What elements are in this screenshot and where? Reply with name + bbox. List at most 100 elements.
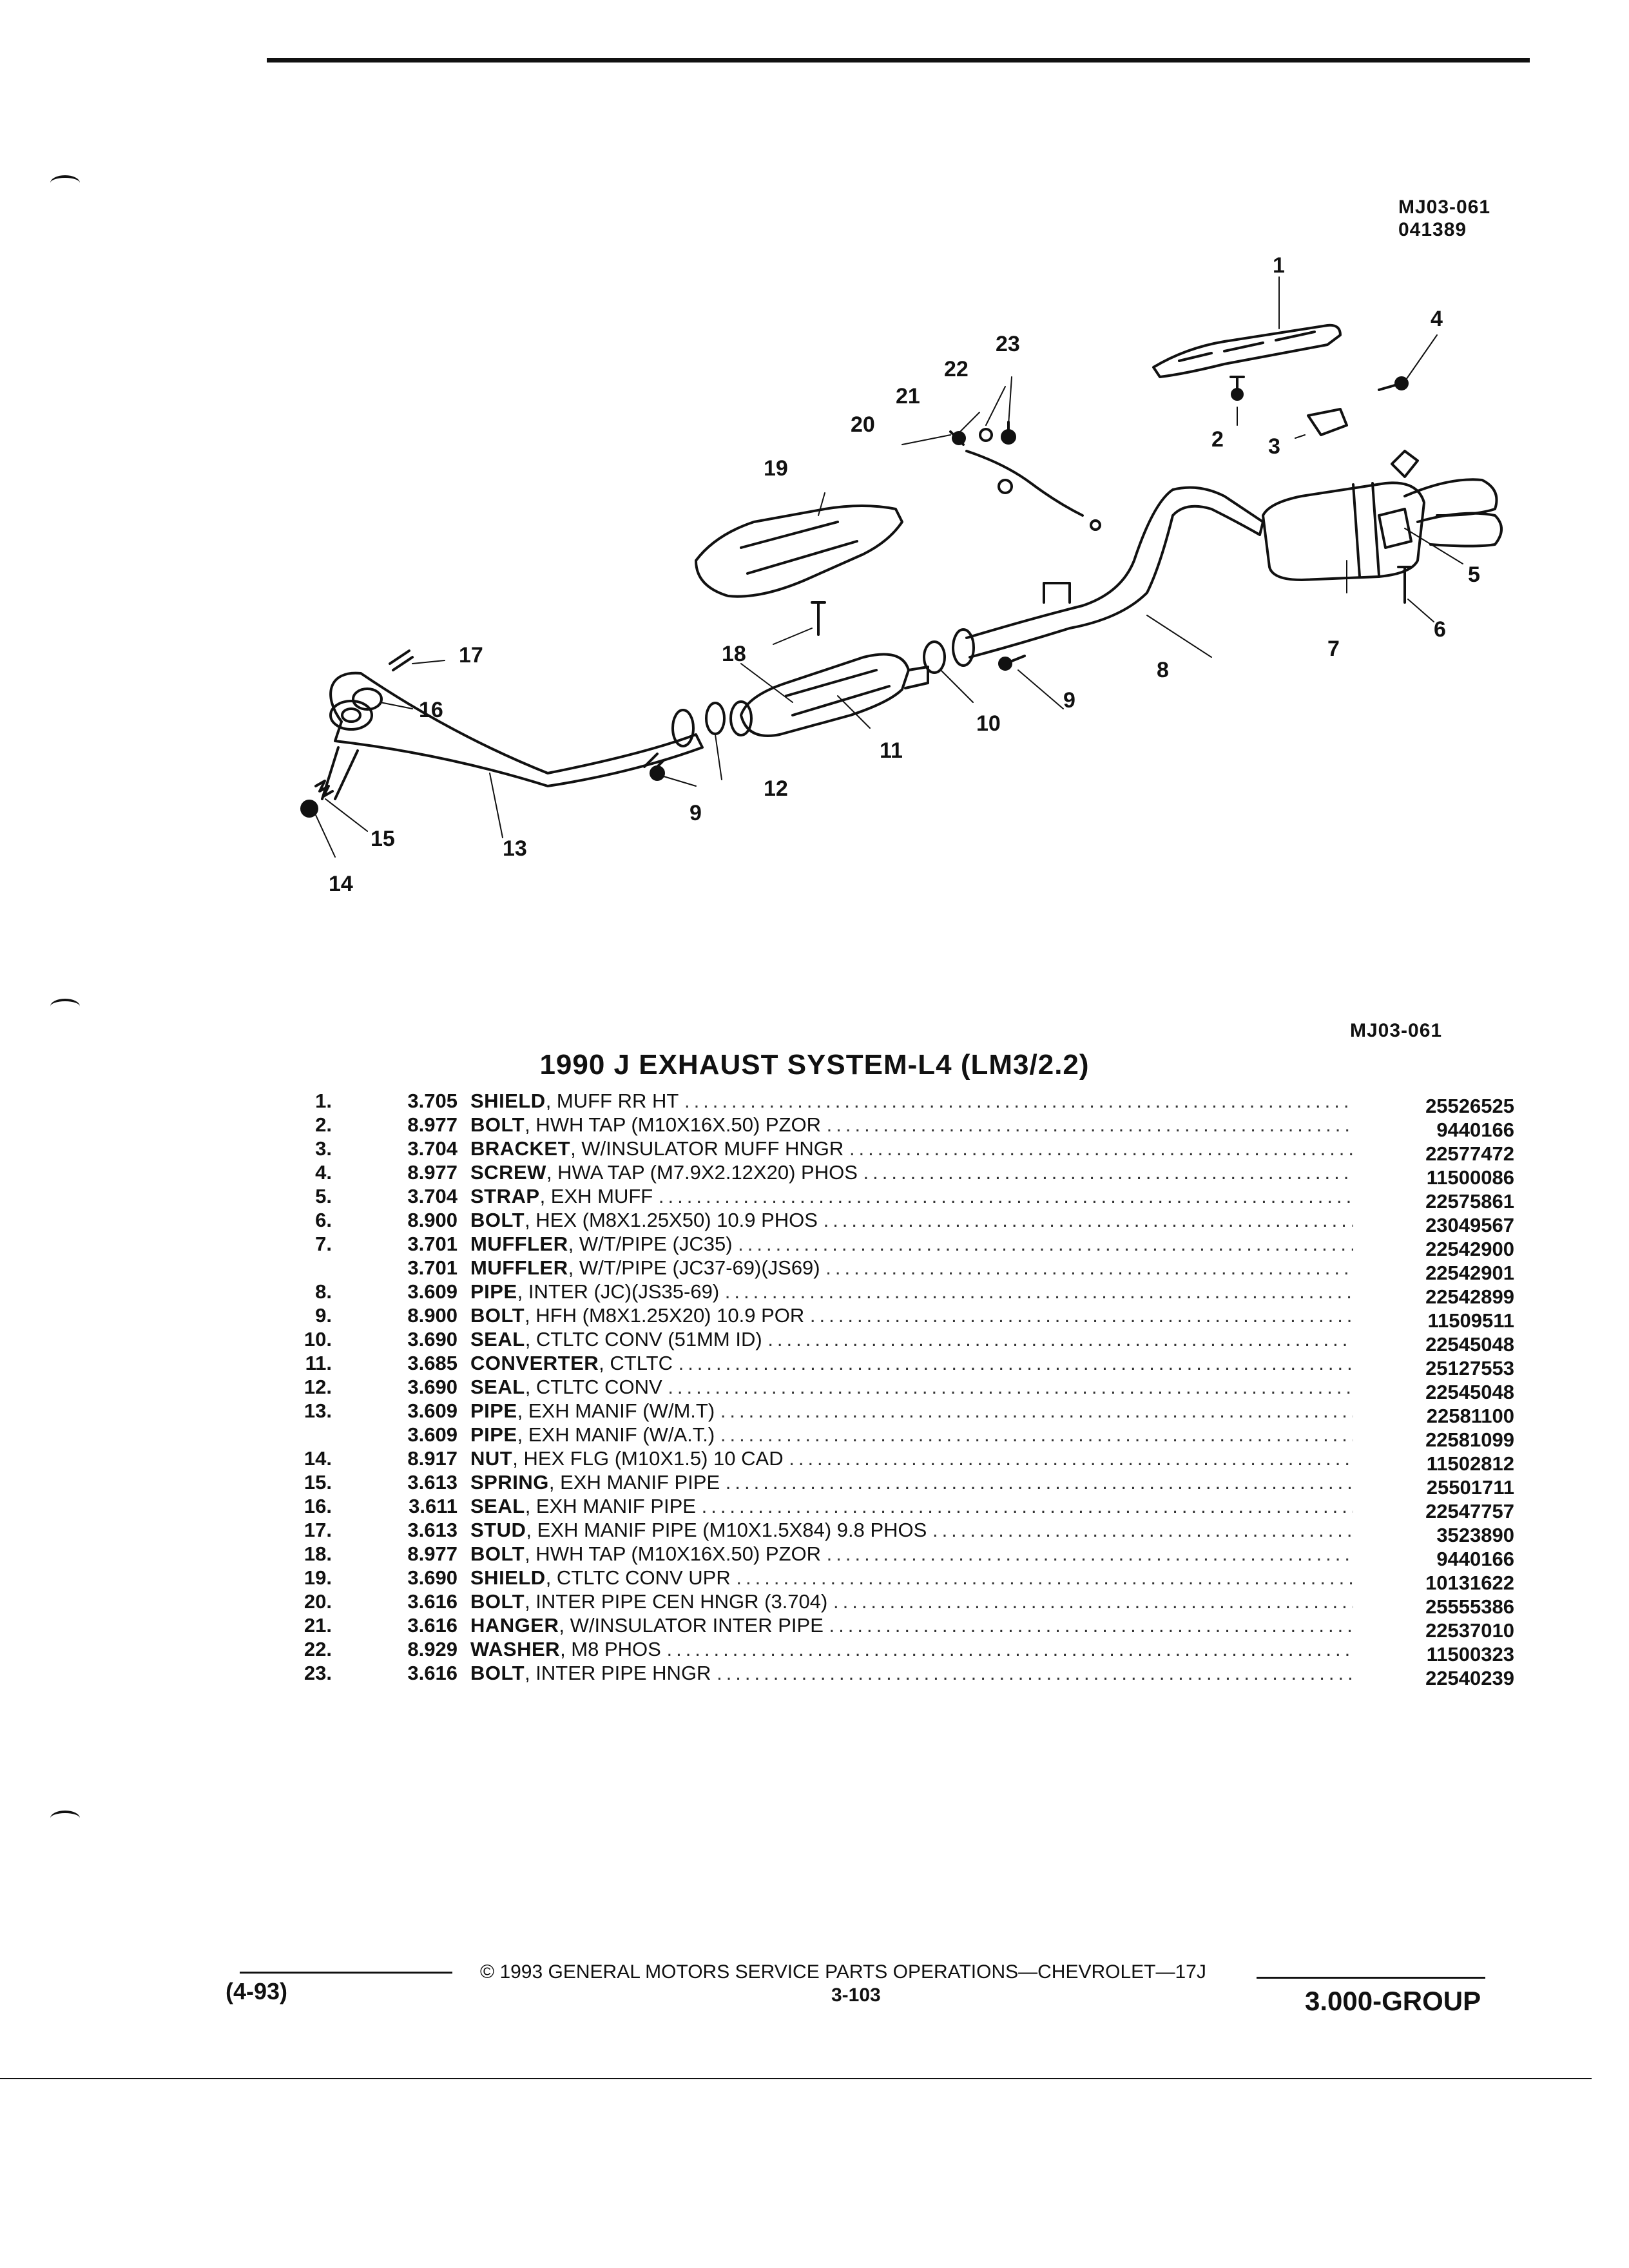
- callout-1: 1: [1273, 253, 1285, 278]
- muffler-heat-shield: [1152, 323, 1342, 378]
- part-name: BOLT: [470, 1113, 525, 1136]
- stud: [389, 649, 414, 671]
- part-code: 3.613: [407, 1471, 458, 1494]
- part-number: 12.: [304, 1376, 332, 1398]
- part-description: SHIELD, MUFF RR HT .....................…: [470, 1089, 1353, 1113]
- part-name: BOLT: [470, 1304, 525, 1327]
- part-number: 23.: [304, 1662, 332, 1684]
- part-name: NUT: [470, 1447, 513, 1470]
- part-catalog-number: 10131622: [1425, 1571, 1514, 1594]
- callout-18: 18: [722, 642, 746, 666]
- leader-dots: ........................................…: [666, 1638, 1353, 1660]
- callout-4: 4: [1431, 307, 1443, 331]
- callout-13: 13: [503, 836, 527, 861]
- part-description: BRACKET, W/INSULATOR MUFF HNGR .........…: [470, 1137, 1353, 1160]
- part-catalog-number: 25127553: [1425, 1357, 1514, 1379]
- leader-dots: ........................................…: [932, 1519, 1353, 1541]
- leader-dots: ........................................…: [826, 1542, 1353, 1565]
- binder-mark: [50, 1811, 80, 1826]
- part-number: 14.: [304, 1447, 332, 1470]
- converter-heat-shield: [695, 505, 903, 598]
- part-code: 8.977: [407, 1113, 458, 1136]
- part-name: STUD: [470, 1519, 526, 1541]
- callout-7: 7: [1327, 637, 1340, 661]
- callout-23: 23: [996, 332, 1020, 356]
- part-name: HANGER: [470, 1614, 559, 1637]
- part-name: BOLT: [470, 1590, 525, 1613]
- part-code: 3.701: [407, 1256, 458, 1279]
- part-name: BRACKET: [470, 1137, 571, 1160]
- part-desc: , MUFF RR HT: [545, 1090, 679, 1112]
- part-name: SHIELD: [470, 1566, 546, 1589]
- part-desc: , EXH MANIF (W/A.T.): [517, 1423, 715, 1446]
- part-desc: , CTLTC CONV: [525, 1376, 662, 1398]
- footer-rule-right: [1257, 1977, 1485, 1979]
- top-rule: [267, 58, 1530, 62]
- part-catalog-number: 22581099: [1425, 1428, 1514, 1451]
- part-name: BOLT: [470, 1209, 525, 1231]
- exhaust-diagram: [300, 276, 1503, 858]
- leader-dots: ........................................…: [825, 1256, 1353, 1279]
- part-description: MUFFLER, W/T/PIPE (JC37-69)(JS69) ......…: [470, 1256, 1353, 1280]
- leader-dots: ........................................…: [725, 1471, 1353, 1494]
- part-number: 19.: [304, 1566, 332, 1589]
- part-description: WASHER, M8 PHOS ........................…: [470, 1637, 1353, 1661]
- part-desc: , EXH MANIF (W/M.T): [517, 1399, 715, 1422]
- part-name: BOLT: [470, 1542, 525, 1565]
- part-name: CONVERTER: [470, 1352, 599, 1374]
- part-catalog-number: 22537010: [1425, 1619, 1514, 1642]
- leader-dots: ........................................…: [678, 1352, 1353, 1374]
- part-desc: , CTLTC CONV (51MM ID): [525, 1328, 762, 1350]
- part-description: MUFFLER, W/T/PIPE (JC35) ...............…: [470, 1232, 1353, 1256]
- part-number: 9.: [315, 1304, 332, 1327]
- part-code: 3.609: [407, 1423, 458, 1446]
- part-catalog-number: 25501711: [1426, 1476, 1514, 1499]
- callout-9-left: 9: [689, 801, 702, 825]
- callout-3: 3: [1268, 434, 1280, 459]
- part-catalog-number: 22540239: [1425, 1667, 1514, 1689]
- part-number: 7.: [315, 1233, 332, 1255]
- nut: [300, 800, 318, 818]
- leader-dots: ........................................…: [684, 1090, 1353, 1112]
- part-code: 3.616: [407, 1662, 458, 1684]
- part-name: SPRING: [470, 1471, 549, 1494]
- callout-20: 20: [851, 412, 875, 437]
- part-description: SEAL, CTLTC CONV (51MM ID) .............…: [470, 1327, 1353, 1351]
- part-name: SEAL: [470, 1376, 525, 1398]
- figure-date: 041389: [1398, 219, 1467, 240]
- part-desc: , M8 PHOS: [560, 1638, 661, 1660]
- part-name: SCREW: [470, 1161, 546, 1184]
- bottom-rule: [0, 2078, 1592, 2079]
- callout-22: 22: [944, 357, 969, 381]
- callout-15: 15: [371, 827, 395, 851]
- spring: [314, 780, 334, 798]
- part-number: 5.: [315, 1185, 332, 1207]
- part-code: 3.690: [407, 1328, 458, 1350]
- part-code: 3.690: [407, 1376, 458, 1398]
- part-code: 3.609: [407, 1280, 458, 1303]
- footer-copyright: © 1993 GENERAL MOTORS SERVICE PARTS OPER…: [480, 1961, 1206, 1983]
- part-name: WASHER: [470, 1638, 561, 1660]
- washer: [979, 428, 993, 442]
- part-desc: , CTLTC: [599, 1352, 673, 1374]
- part-number: 1.: [315, 1090, 332, 1112]
- part-desc: , EXH MANIF PIPE: [548, 1471, 720, 1494]
- manifold-flange: [329, 700, 373, 731]
- part-catalog-number: 11500323: [1426, 1643, 1514, 1666]
- part-code: 3.609: [407, 1399, 458, 1422]
- part-number: 2.: [315, 1113, 332, 1136]
- part-description: BOLT, HEX (M8X1.25X50) 10.9 PHOS .......…: [470, 1208, 1353, 1232]
- callout-8: 8: [1157, 658, 1169, 682]
- part-catalog-number: 9440166: [1436, 1548, 1514, 1570]
- part-desc: , HWA TAP (M7.9X2.12X20) PHOS: [546, 1161, 858, 1184]
- part-desc: , INTER PIPE HNGR: [525, 1662, 711, 1684]
